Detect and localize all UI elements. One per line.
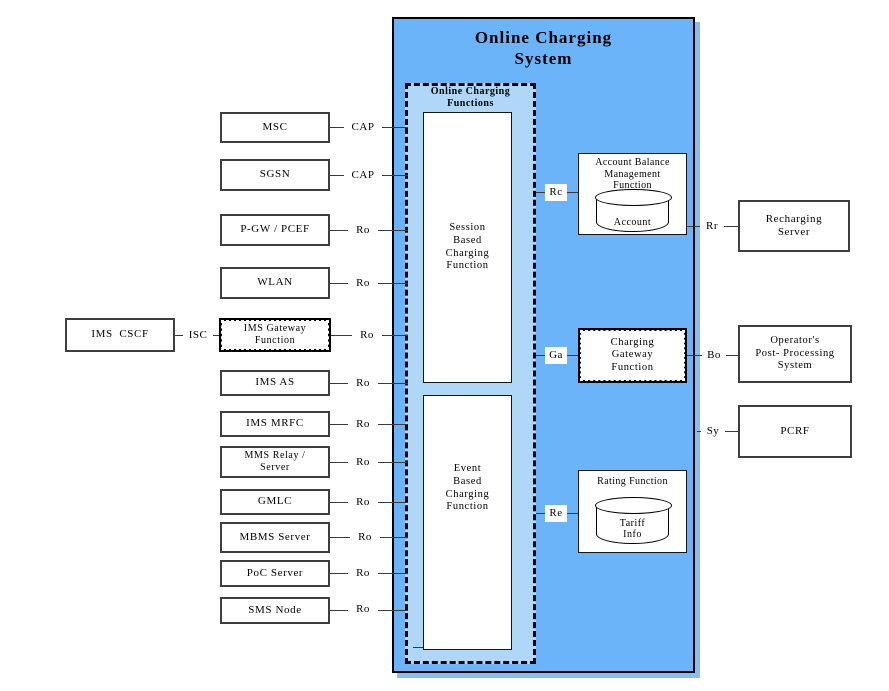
node-ims-mrfc: IMS MRFC bbox=[220, 411, 330, 437]
node-sgsn-label: SGSN bbox=[259, 168, 291, 181]
node-pcrf: PCRF bbox=[738, 405, 852, 458]
node-msc-label: MSC bbox=[262, 120, 288, 133]
interface-label-ro-imsmrfc: Ro bbox=[348, 416, 378, 433]
node-ims-as-label: IMS AS bbox=[255, 376, 295, 389]
interface-label-ro-mms: Ro bbox=[348, 454, 378, 471]
session-based-charging-function-label: Session Based Charging Function bbox=[445, 222, 490, 272]
node-poc-server-label: PoC Server bbox=[246, 566, 304, 579]
tariff-database-cylinder-icon: Tariff Info bbox=[595, 497, 672, 544]
node-poc-server: PoC Server bbox=[220, 560, 330, 587]
node-pgw-pcef: P-GW / PCEF bbox=[220, 214, 330, 246]
node-rating-function: Rating Function Tariff Info bbox=[578, 470, 687, 553]
node-gmlc-label: GMLC bbox=[257, 495, 293, 508]
node-cgf: Charging Gateway Function bbox=[578, 328, 687, 383]
event-based-charging-function-box: Event Based Charging Function bbox=[423, 395, 512, 650]
node-cgf-label: Charging Gateway Function bbox=[610, 336, 655, 373]
interface-label-cap-msc: CAP bbox=[344, 119, 382, 136]
interface-label-ro-imsgw: Ro bbox=[352, 327, 382, 344]
interface-label-ro-mbms: Ro bbox=[350, 529, 380, 546]
node-recharging-server-label: Recharging Server bbox=[765, 212, 823, 238]
interface-label-ga: Ga bbox=[545, 347, 567, 364]
node-mms-relay-server-label: MMS Relay / Server bbox=[244, 450, 306, 473]
node-recharging-server: Recharging Server bbox=[738, 200, 850, 252]
node-post-processing-system-label: Operator's Post- Processing System bbox=[755, 335, 835, 372]
event-based-charging-function-label: Event Based Charging Function bbox=[445, 463, 490, 513]
node-ims-gateway-function: IMS Gateway Function bbox=[219, 318, 331, 352]
node-mbms-server-label: MBMS Server bbox=[239, 530, 311, 543]
interface-label-ro-wlan: Ro bbox=[348, 275, 378, 292]
interface-label-bo: Bo bbox=[702, 347, 726, 364]
tariff-database-label: Tariff Info bbox=[619, 518, 646, 540]
interface-label-ro-pgw: Ro bbox=[348, 222, 378, 239]
node-gmlc: GMLC bbox=[220, 489, 330, 515]
node-mbms-server: MBMS Server bbox=[220, 522, 330, 553]
interface-label-sy: Sy bbox=[701, 423, 725, 440]
interface-label-ro-poc: Ro bbox=[348, 565, 378, 582]
node-sms-node: SMS Node bbox=[220, 597, 330, 624]
node-abmf: Account Balance Management Function Acco… bbox=[578, 153, 687, 235]
online-charging-functions-title: Online Charging Functions bbox=[430, 86, 511, 109]
node-msc: MSC bbox=[220, 112, 330, 143]
node-pcrf-label: PCRF bbox=[780, 424, 810, 437]
node-ims-gateway-function-label: IMS Gateway Function bbox=[243, 323, 307, 346]
interface-label-rr: Rr bbox=[700, 218, 724, 235]
interface-label-ro-imsas: Ro bbox=[348, 375, 378, 392]
node-ims-mrfc-label: IMS MRFC bbox=[246, 417, 304, 430]
node-ims-cscf-label: IMS CSCF bbox=[91, 328, 149, 341]
diagram-title: Online Charging System bbox=[474, 28, 613, 69]
interface-label-ro-gmlc: Ro bbox=[348, 494, 378, 511]
wire-ebcf-stub bbox=[413, 647, 423, 648]
account-database-label: Account bbox=[613, 217, 652, 228]
node-ims-as: IMS AS bbox=[220, 370, 330, 396]
interface-label-rc: Rc bbox=[545, 184, 567, 201]
node-post-processing-system: Operator's Post- Processing System bbox=[738, 325, 852, 383]
account-database-cylinder-icon: Account bbox=[595, 189, 672, 232]
node-abmf-label: Account Balance Management Function bbox=[595, 157, 670, 191]
node-pgw-pcef-label: P-GW / PCEF bbox=[240, 223, 310, 236]
node-wlan: WLAN bbox=[220, 267, 330, 299]
node-sgsn: SGSN bbox=[220, 159, 330, 191]
node-ims-cscf: IMS CSCF bbox=[65, 318, 175, 352]
node-wlan-label: WLAN bbox=[257, 276, 293, 289]
node-rating-function-label: Rating Function bbox=[597, 476, 668, 487]
interface-label-re: Re bbox=[545, 505, 567, 522]
interface-label-ro-sms: Ro bbox=[348, 601, 378, 618]
interface-label-cap-sgsn: CAP bbox=[344, 167, 382, 184]
node-sms-node-label: SMS Node bbox=[248, 603, 302, 616]
session-based-charging-function-box: Session Based Charging Function bbox=[423, 112, 512, 383]
node-mms-relay-server: MMS Relay / Server bbox=[220, 446, 330, 478]
interface-label-isc: ISC bbox=[183, 327, 213, 344]
